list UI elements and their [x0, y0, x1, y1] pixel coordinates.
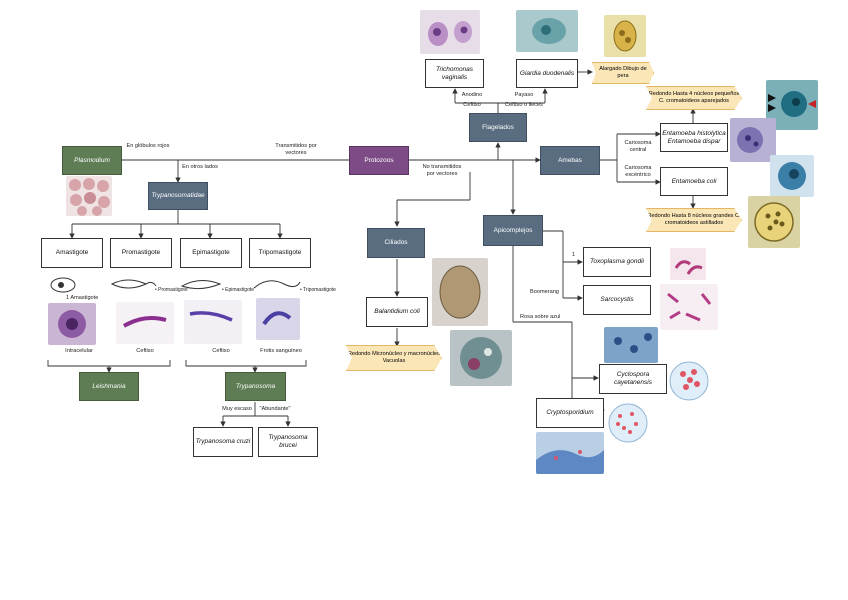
node-trichomonas: Trichomonas vaginalis	[425, 59, 484, 88]
cyclospora-diagram	[669, 361, 709, 401]
label-cariosoma-central: Cariosoma central	[624, 140, 652, 153]
node-cryptosporidium: Cryptosporidium	[536, 398, 604, 428]
giardia-image	[516, 10, 578, 52]
label-ceftiso-epimastigote: Ceftiso	[212, 348, 230, 354]
label-payaso: Payaso	[514, 92, 534, 98]
tag-coli-cyst: Redondo Hasta 8 núcleos grandes C. croma…	[646, 208, 742, 232]
cryptosporidium-image	[536, 432, 604, 474]
tag-giardia-shape: Alargado Dibujo de pera	[592, 62, 654, 84]
cyclospora-image	[604, 327, 658, 363]
label-en-globulos: En glóbulos rojos	[126, 143, 170, 149]
toxoplasma-image	[670, 248, 706, 280]
node-cyclospora: Cyclospora cayetanensis	[599, 364, 667, 394]
epimastigote-drawing	[180, 280, 222, 290]
label-transmitidos: Transmitidos por vectores	[275, 143, 317, 156]
node-amastigote: Amastigote	[41, 238, 103, 268]
giardia-cyst-image	[604, 15, 646, 57]
histolytica-trophozoite-image	[766, 80, 818, 130]
label-intracelular: Intracelular	[65, 348, 93, 354]
coli-trophozoite-image	[770, 155, 814, 197]
node-entamoeba-histolytica: Entamoeba histolytica Entamoeba dispar	[660, 123, 728, 152]
label-amastigote-caption: 1 Amastigote	[66, 295, 99, 301]
tripomastigote-image	[256, 298, 300, 340]
node-trypanosoma-brucei: Trypanosoma brucei	[258, 427, 318, 457]
amastigote-drawing	[50, 277, 76, 293]
label-en-otros: En otros lados	[182, 164, 218, 170]
label-abundante: "Abundante"	[259, 406, 291, 412]
node-toxoplasma: Toxoplasma gondii	[583, 247, 651, 277]
label-boomerang: Boomerang	[530, 289, 559, 295]
node-epimastigote: Epimastigote	[180, 238, 242, 268]
promastigote-image	[116, 302, 174, 344]
node-trypanosoma-cruzi: Trypanosoma cruzi	[193, 427, 253, 457]
promastigote-drawing	[110, 279, 157, 289]
histolytica-cyst-image	[730, 118, 776, 162]
label-ceftiso-lleces: Ceftiso o lleces	[505, 102, 543, 108]
balantidium-trophozoite-image	[450, 330, 512, 386]
node-giardia: Giardia duodenalis	[516, 59, 578, 88]
node-amebas: Amebas	[540, 146, 600, 175]
plasmodium-image	[66, 176, 112, 216]
label-anodino: Anodino	[461, 92, 483, 98]
label-tripomastigote-caption: • Tripomastigote	[300, 287, 336, 293]
node-flagelados: Flagelados	[469, 113, 527, 142]
label-ceftiso: Ceftiso	[463, 102, 481, 108]
tripomastigote-drawing	[253, 280, 301, 289]
epimastigote-image	[184, 300, 242, 344]
node-tripomastigote: Tripomastigote	[249, 238, 311, 268]
label-no-transmitidos: No transmitidos por vectores	[422, 164, 462, 177]
label-frotis: Frotis sanguíneo	[260, 348, 302, 354]
label-rosa-azul: Rosa sobre azul	[520, 314, 561, 320]
tag-histolytica-cyst: Redondo Hasta 4 núcleos pequeños C. crom…	[646, 86, 742, 110]
label-cariosoma-excentrico: Cariosoma excéntrico	[624, 165, 652, 178]
balantidium-cyst-image	[432, 258, 488, 326]
node-balantidium: Balantidium coli	[366, 297, 428, 327]
trichomonas-image	[420, 10, 480, 54]
amastigote-image	[48, 303, 96, 345]
node-sarcocystis: Sarcocystis	[583, 285, 651, 315]
label-num-1: 1	[572, 252, 576, 258]
coli-cyst-image	[748, 196, 800, 248]
node-plasmodium: Plasmodium	[62, 146, 122, 175]
label-epimastigote-caption: • Epimastigote	[222, 287, 255, 293]
node-protozoos: Protozoos	[349, 146, 409, 175]
node-trypanosomatidae: Trypanosomatidae	[148, 182, 208, 210]
node-apicomplejos: Apicomplejos	[483, 215, 543, 246]
label-ceftiso-promastigote: Ceftiso	[136, 348, 154, 354]
node-ciliados: Ciliados	[367, 228, 425, 258]
node-trypanosoma: Trypanosoma	[225, 372, 286, 401]
node-entamoeba-coli: Entamoeba coli	[660, 167, 728, 196]
node-promastigote: Promastigote	[110, 238, 172, 268]
cryptosporidium-diagram	[608, 403, 648, 443]
sarcocystis-image	[660, 284, 718, 330]
label-muy-escaso: Muy escaso	[222, 406, 252, 412]
tag-balantidium: Redondo Micronúcleo y macronúcleo Vacuol…	[346, 345, 442, 371]
node-leishmania: Leishmania	[79, 372, 139, 401]
label-promastigote-caption: • Promastigote	[155, 287, 188, 293]
